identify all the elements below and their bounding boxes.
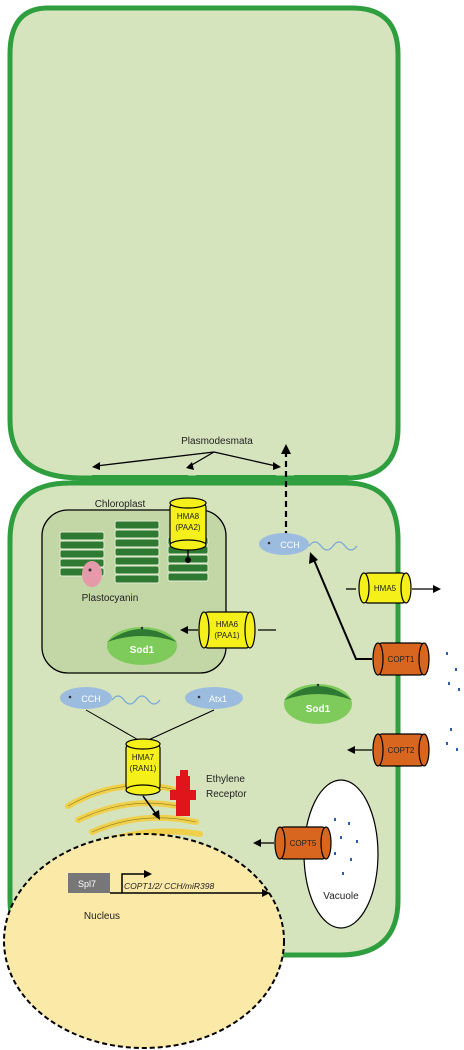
hma8-label: HMA8 — [177, 512, 200, 521]
sod1-cytosol-cap — [284, 686, 352, 700]
arrowhead — [92, 462, 100, 470]
arrowhead — [347, 746, 355, 754]
arrowhead — [281, 444, 291, 454]
copper-dot — [68, 695, 72, 699]
arrowhead — [144, 870, 152, 878]
arrowhead — [180, 626, 188, 634]
hma6-label: HMA6 — [216, 620, 239, 629]
hma5-label: HMA5 — [374, 584, 397, 593]
ethylene-receptor — [170, 770, 196, 816]
ethylene-receptor-label: Ethylene — [206, 774, 245, 785]
arrowhead — [262, 889, 270, 897]
hma8-arrow-tip — [185, 557, 191, 563]
plastocyanin-label: Plastocyanin — [82, 593, 139, 604]
hma7-arrow — [142, 795, 157, 815]
atx1 — [185, 687, 243, 709]
cch-mid-tail — [111, 695, 161, 705]
upper-cell — [7, 5, 401, 481]
hma5-transporter — [358, 572, 412, 604]
plasmodesma-bar — [92, 475, 188, 484]
copt1-to-cch-arrow — [313, 559, 372, 660]
arrowhead — [433, 585, 441, 593]
cch-mid — [60, 687, 112, 709]
copper-dot — [267, 541, 271, 545]
sod1-chloroplast-label: Sod1 — [130, 645, 155, 656]
cch-top — [259, 533, 309, 555]
cch-top-label: CCH — [280, 540, 300, 550]
nucleus-label: Nucleus — [84, 911, 120, 922]
copt5-label: COPT5 — [290, 839, 317, 848]
copper-dot — [316, 683, 320, 687]
atx1-label: Atx1 — [209, 694, 227, 704]
cch-top-tail — [308, 541, 358, 551]
copper-ions-vacuole — [334, 818, 358, 875]
copt1-transporter — [372, 642, 430, 676]
sod1-cytosol-label: Sod1 — [306, 704, 331, 715]
ethylene-receptor-label-2: Receptor — [206, 789, 247, 800]
nucleus — [3, 833, 285, 1049]
gene-target-label: COPT1/2/ CCH/miR398 — [124, 881, 214, 891]
plasmodesma-bar — [294, 475, 348, 484]
copper-dot — [197, 695, 201, 699]
hma8-transporter — [169, 497, 207, 551]
copper-ions-copt2 — [446, 728, 458, 751]
arrowhead — [309, 552, 318, 564]
golgi-outline — [67, 785, 197, 833]
hma8-label-alias: (PAA2) — [175, 523, 201, 532]
copper-ions-copt1 — [446, 652, 460, 691]
vacuole-label: Vacuole — [323, 891, 359, 902]
arrowhead — [253, 839, 261, 847]
thylakoid-stack — [114, 520, 160, 584]
copt2-transporter — [372, 733, 430, 767]
hma6-label-alias: (PAA1) — [214, 631, 240, 640]
arrowhead — [152, 810, 160, 820]
chloroplast-label: Chloroplast — [95, 499, 146, 510]
spl7-label: Spl7 — [78, 879, 96, 889]
arrowhead — [273, 462, 281, 470]
plasmodesmata-arrows — [95, 451, 277, 467]
cch-to-hma7-line — [85, 709, 143, 743]
transcription-start-arrow — [121, 873, 146, 893]
copt5-transporter — [274, 826, 332, 860]
sod1-chloroplast-cap — [107, 629, 177, 642]
hma7-transporter — [125, 738, 161, 796]
copt1-label: COPT1 — [388, 655, 415, 664]
spl7-box — [68, 873, 110, 893]
plasmodesma-bar — [196, 475, 276, 484]
plasmodesmata-label: Plasmodesmata — [181, 436, 253, 447]
copper-dot — [140, 626, 144, 630]
arrowhead — [186, 462, 194, 470]
copper-dot — [88, 568, 92, 572]
hma6-transporter — [198, 611, 256, 649]
plastocyanin — [82, 561, 102, 587]
atx1-to-hma7-line — [143, 709, 215, 743]
hma7-label: HMA7 — [132, 753, 155, 762]
hma7-label-alias: (RAN1) — [130, 764, 157, 773]
copt2-label: COPT2 — [388, 746, 415, 755]
cch-mid-label: CCH — [81, 694, 101, 704]
